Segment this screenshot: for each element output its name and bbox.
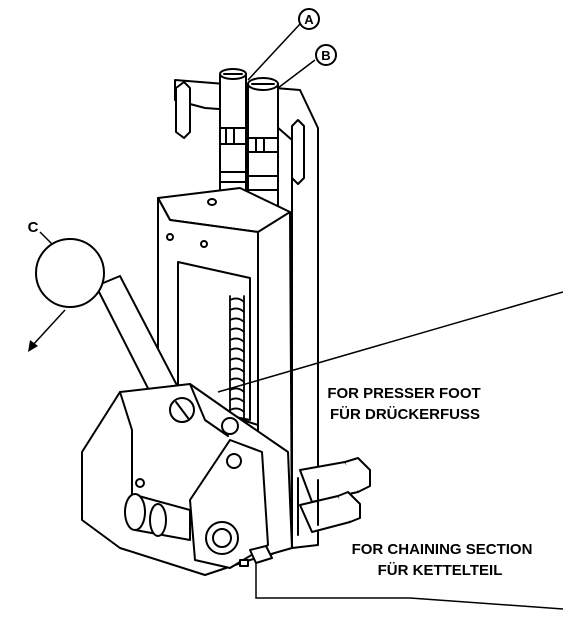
- label-presser-foot-de: FÜR DRÜCKERFUSS: [330, 406, 480, 423]
- bottom-bracket: [249, 545, 273, 564]
- callout-b-text: B: [321, 48, 330, 63]
- shaft: [124, 478, 191, 541]
- right-slot: [291, 119, 305, 185]
- pin-a: [219, 68, 247, 223]
- side-pins: [297, 457, 371, 536]
- left-slot: [175, 81, 191, 139]
- presser-foot-leader: [217, 291, 563, 393]
- callout-b: B: [277, 44, 337, 89]
- callout-a: A: [247, 8, 320, 81]
- chaining-leader: [255, 563, 563, 610]
- callout-a-text: A: [304, 12, 314, 27]
- callout-c: C: [28, 219, 53, 245]
- lever-handle: [35, 238, 183, 409]
- label-chaining-en: FOR CHAINING SECTION: [352, 541, 533, 558]
- callout-c-text: C: [28, 219, 39, 236]
- label-chaining-de: FÜR KETTELTEIL: [378, 562, 503, 579]
- direction-arrow: [28, 309, 66, 352]
- spring: [229, 295, 245, 429]
- label-presser-foot-en: FOR PRESSER FOOT: [327, 385, 480, 402]
